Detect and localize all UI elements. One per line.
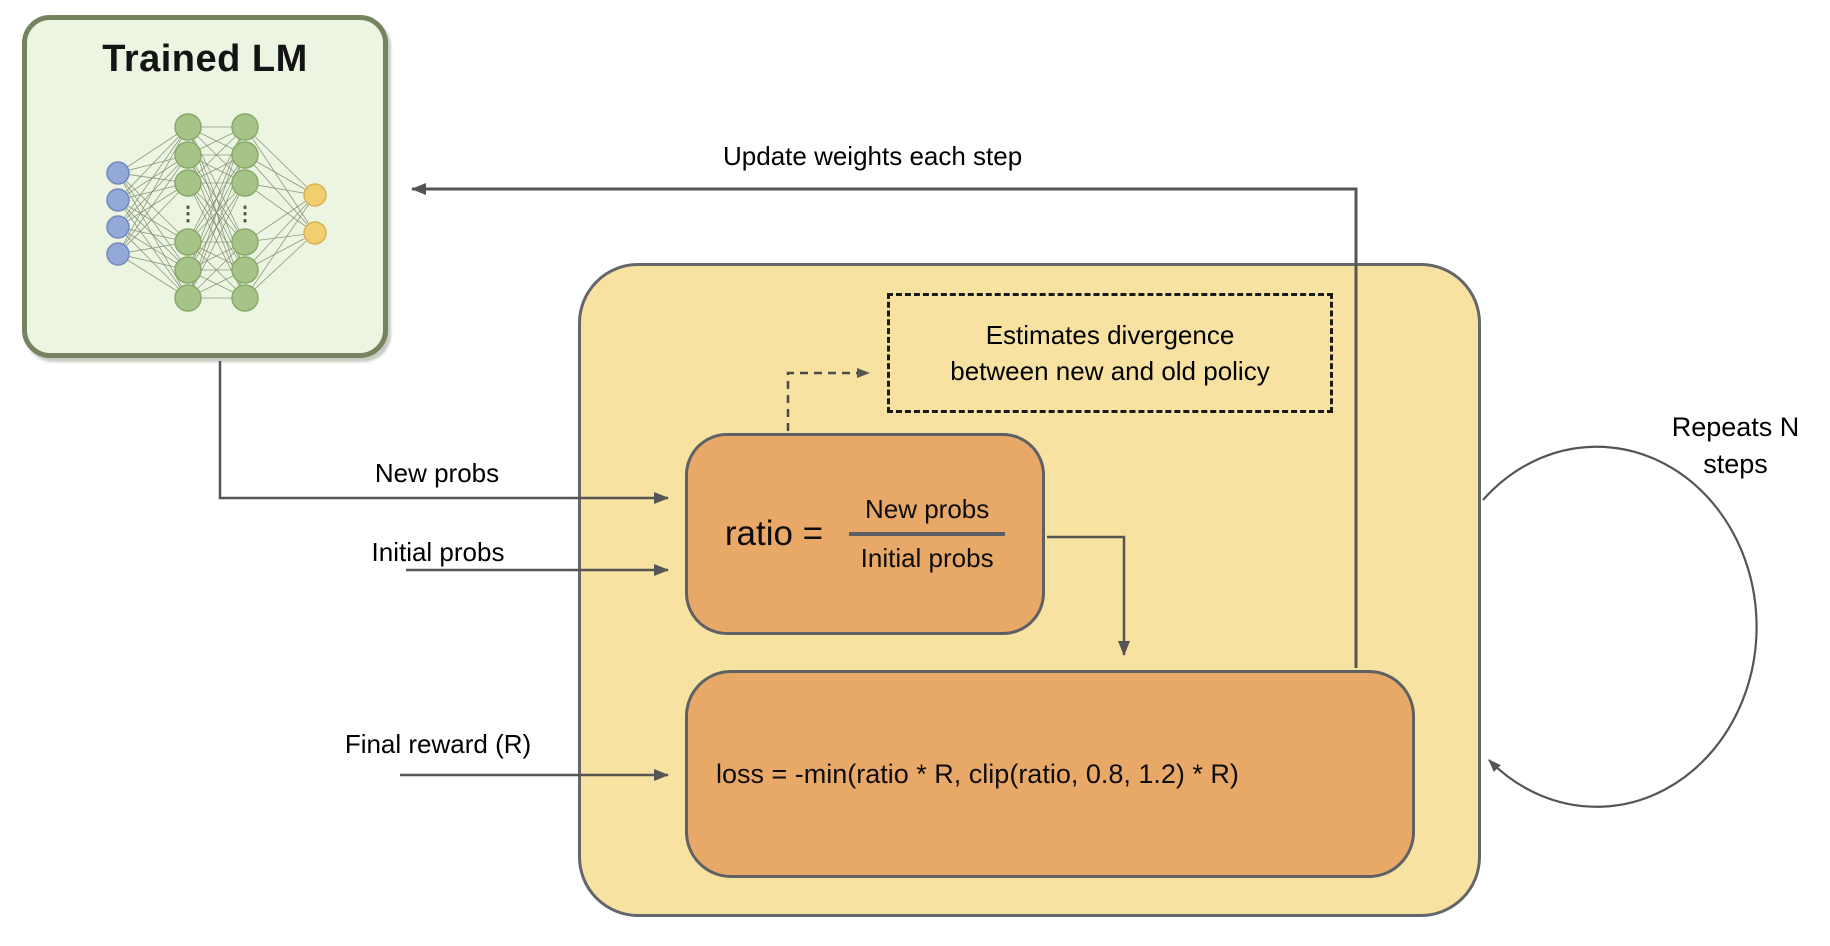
svg-text:⋮: ⋮ xyxy=(235,203,255,225)
update-weights-label: Update weights each step xyxy=(723,141,1023,171)
ratio-numerator: New probs xyxy=(864,494,990,524)
repeats-n-steps-label: Repeats N steps xyxy=(1628,409,1830,483)
divergence-note-line2: between new and old policy xyxy=(950,356,1270,386)
trained-lm-title: Trained LM xyxy=(102,38,308,80)
divergence-note: Estimates divergence between new and old… xyxy=(887,293,1333,413)
ratio-denominator: Initial probs xyxy=(860,543,994,573)
trained-lm-box: Trained LM ⋮⋮ xyxy=(22,15,388,358)
loss-formula: loss = -min(ratio * R, clip(ratio, 0.8, … xyxy=(716,758,1239,789)
repeats-line2: steps xyxy=(1703,449,1768,479)
divergence-note-line1: Estimates divergence xyxy=(985,320,1235,350)
repeats-line1: Repeats N xyxy=(1671,412,1800,442)
loss-formula-box: loss = -min(ratio * R, clip(ratio, 0.8, … xyxy=(685,670,1415,878)
svg-text:⋮: ⋮ xyxy=(178,203,198,225)
fraction-bar xyxy=(849,532,1006,536)
ratio-lhs: ratio = xyxy=(724,514,824,553)
ratio-fraction: New probs Initial probs xyxy=(849,490,1006,578)
initial-probs-label: Initial probs xyxy=(371,537,505,567)
final-reward-label: Final reward (R) xyxy=(344,729,532,759)
new-probs-label: New probs xyxy=(374,458,500,488)
repeat-loop-arrow xyxy=(1482,445,1758,808)
ratio-formula-box: ratio = New probs Initial probs xyxy=(685,433,1045,635)
neural-network-icon: ⋮⋮ xyxy=(106,113,327,312)
